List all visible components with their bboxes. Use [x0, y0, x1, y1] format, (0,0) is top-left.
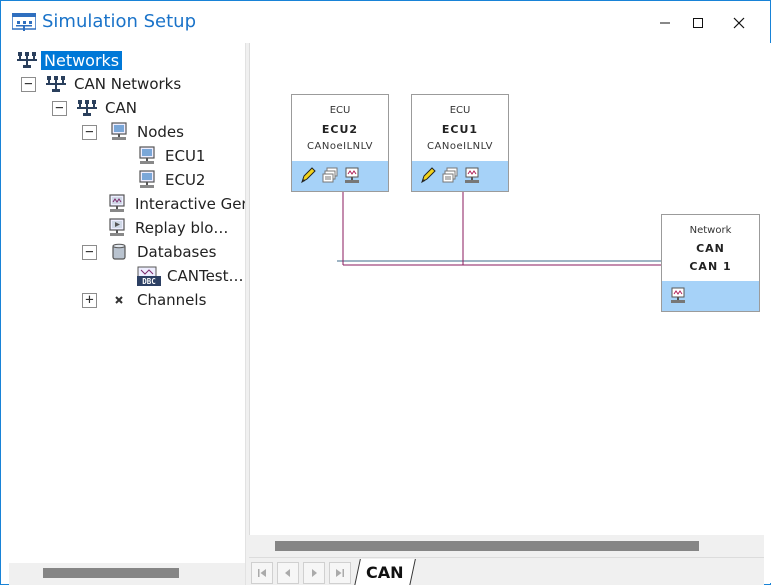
tree-item-databases[interactable]: − Databases: [82, 241, 216, 263]
network-icon: [17, 52, 37, 68]
tree-item-networks[interactable]: Networks: [17, 49, 123, 71]
window-title: Simulation Setup: [42, 11, 196, 32]
panel-splitter[interactable]: [245, 43, 249, 585]
tree-label-can-networks: CAN Networks: [74, 75, 182, 93]
tree-horizontal-scrollbar[interactable]: [9, 563, 245, 585]
tree-label-databases: Databases: [137, 243, 217, 261]
close-button[interactable]: [719, 7, 759, 39]
network-tree: Networks − CAN Networks − CAN −: [9, 43, 248, 585]
computer-node-icon: [139, 146, 155, 164]
close-icon: [733, 17, 745, 29]
dbc-badge: DBC: [142, 277, 156, 286]
expand-toggle[interactable]: +: [82, 292, 97, 308]
tree-label-ecu1: ECU1: [165, 147, 206, 165]
node-type-label: ECU: [449, 105, 471, 116]
chevron-left-icon: [285, 569, 290, 577]
tree-label-replay-block: Replay blo…: [135, 219, 229, 237]
tree-label-interactive-generator: Interactive Ger: [135, 195, 248, 213]
tree-item-cantest-database[interactable]: DBC CANTest…: [137, 265, 244, 287]
network-name-label: CAN: [696, 242, 725, 255]
tree-item-nodes[interactable]: − Nodes: [82, 121, 184, 143]
computer-node-icon: [111, 122, 127, 140]
dbc-file-icon: DBC: [137, 266, 161, 286]
next-page-button[interactable]: [303, 562, 325, 584]
node-config-icon[interactable]: [343, 167, 361, 185]
tree-label-channels: Channels: [137, 291, 207, 309]
tree-item-replay-block[interactable]: Replay blo…: [107, 217, 228, 239]
tree-item-interactive-generator[interactable]: Interactive Ger: [107, 193, 248, 215]
network-channel-label: CAN 1: [689, 260, 732, 273]
tree-item-channels[interactable]: + Channels: [82, 289, 206, 311]
stacked-pages-icon[interactable]: [321, 167, 339, 185]
network-icon: [46, 76, 66, 92]
tree-label-ecu2: ECU2: [165, 171, 206, 189]
node-subtitle-label: CANoeILNLV: [307, 141, 373, 152]
minimize-icon: [660, 22, 670, 24]
tree-label-nodes: Nodes: [137, 123, 184, 141]
simulation-canvas[interactable]: ECU ECU2 CANoeILNLV: [249, 43, 764, 535]
network-config-icon[interactable]: [669, 287, 687, 305]
computer-node-icon: [139, 170, 155, 188]
node-config-icon[interactable]: [463, 167, 481, 185]
network-type-label: Network: [689, 225, 732, 236]
scrollbar-thumb[interactable]: [275, 541, 699, 551]
pencil-icon[interactable]: [299, 167, 317, 185]
database-icon: [112, 243, 126, 260]
tree-item-ecu1[interactable]: ECU1: [137, 145, 205, 167]
first-page-icon: [258, 569, 266, 577]
collapse-toggle[interactable]: −: [52, 100, 67, 116]
title-bar[interactable]: Simulation Setup: [1, 1, 770, 43]
tree-label-cantest: CANTest…: [167, 267, 244, 285]
collapse-toggle[interactable]: −: [82, 124, 97, 140]
tree-label-can: CAN: [105, 99, 137, 117]
page-tab-bar: CAN: [249, 557, 764, 585]
stacked-pages-icon[interactable]: [441, 167, 459, 185]
node-type-label: ECU: [329, 105, 351, 116]
minimize-button[interactable]: [645, 7, 685, 39]
node-subtitle-label: CANoeILNLV: [427, 141, 493, 152]
canvas-horizontal-scrollbar[interactable]: [249, 535, 764, 557]
ecu1-node-block[interactable]: ECU ECU1 CANoeILNLV: [411, 94, 509, 192]
node-toolbar: [412, 161, 508, 191]
first-page-button[interactable]: [251, 562, 273, 584]
simulation-setup-app-icon: [12, 13, 36, 31]
chevron-right-icon: [312, 569, 317, 577]
channels-icon: [115, 296, 123, 304]
tab-can[interactable]: CAN: [354, 559, 416, 585]
last-page-button[interactable]: [329, 562, 351, 584]
pencil-icon[interactable]: [419, 167, 437, 185]
tab-can-label: CAN: [366, 563, 404, 582]
node-name-label: ECU1: [441, 123, 479, 136]
tree-item-ecu2[interactable]: ECU2: [137, 169, 205, 191]
previous-page-button[interactable]: [277, 562, 299, 584]
maximize-button[interactable]: [678, 7, 718, 39]
scrollbar-thumb[interactable]: [43, 568, 179, 578]
collapse-toggle[interactable]: −: [21, 76, 36, 92]
tree-item-can[interactable]: − CAN: [52, 97, 137, 119]
maximize-icon: [693, 18, 703, 28]
replay-block-icon: [109, 218, 125, 236]
tree-item-can-networks[interactable]: − CAN Networks: [21, 73, 181, 95]
right-edge: [764, 43, 771, 583]
node-name-label: ECU2: [321, 123, 359, 136]
network-icon: [77, 100, 97, 116]
node-toolbar: [292, 161, 388, 191]
ecu2-node-block[interactable]: ECU ECU2 CANoeILNLV: [291, 94, 389, 192]
bus-connections: [337, 192, 661, 266]
can-network-block[interactable]: Network CAN CAN 1: [661, 214, 760, 312]
tree-label-networks: Networks: [41, 50, 123, 70]
last-page-icon: [336, 569, 344, 577]
network-toolbar: [662, 281, 759, 311]
collapse-toggle[interactable]: −: [82, 244, 97, 260]
interactive-generator-icon: [109, 194, 125, 212]
